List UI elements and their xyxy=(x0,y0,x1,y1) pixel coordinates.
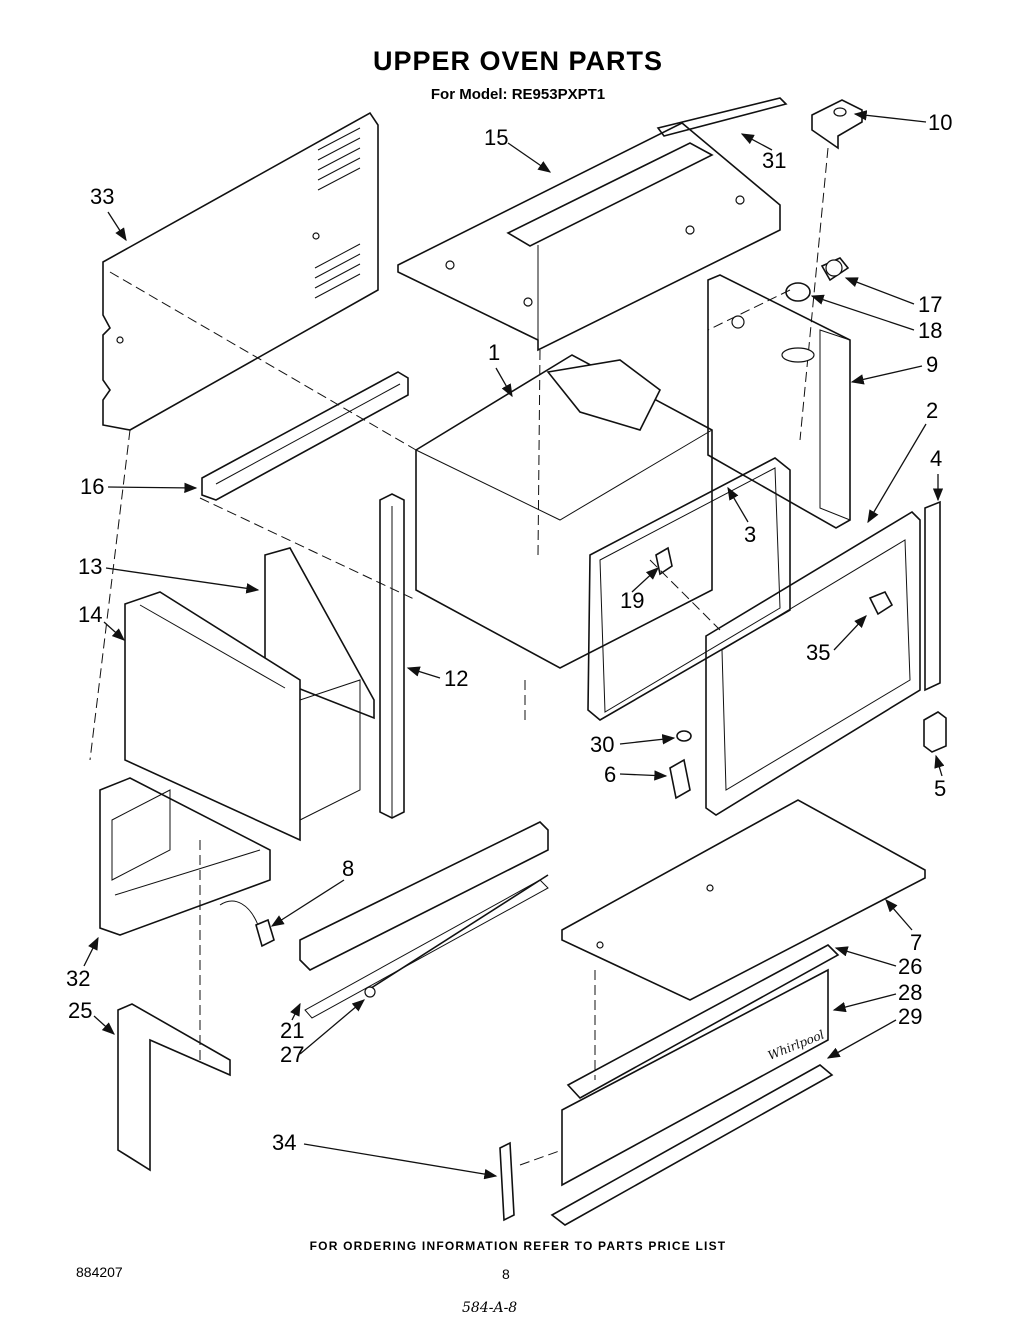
callout-33: 33 xyxy=(90,184,127,242)
part-4-side-strip[interactable] xyxy=(924,500,941,692)
part-32-lower-side-panel[interactable] xyxy=(99,777,271,936)
page-number: 8 xyxy=(502,1266,510,1282)
part-1-oven-liner[interactable] xyxy=(415,354,713,720)
svg-text:34: 34 xyxy=(272,1130,296,1155)
callout-4: 4 xyxy=(930,446,944,502)
callout-14: 14 xyxy=(78,602,125,641)
part-14-left-side-box[interactable] xyxy=(124,591,361,842)
callout-16: 16 xyxy=(80,474,198,499)
part-27-element-rod[interactable] xyxy=(364,874,549,998)
part-5-door-stop[interactable] xyxy=(923,711,947,753)
svg-text:29: 29 xyxy=(898,1004,922,1029)
part-17-lamp-socket[interactable] xyxy=(820,257,850,282)
svg-text:35: 35 xyxy=(806,640,830,665)
callout-31: 31 xyxy=(740,133,786,173)
svg-text:17: 17 xyxy=(918,292,942,317)
callout-29: 29 xyxy=(826,1004,922,1059)
svg-text:3: 3 xyxy=(744,522,756,547)
svg-text:16: 16 xyxy=(80,474,104,499)
svg-text:27: 27 xyxy=(280,1042,304,1067)
callout-6: 6 xyxy=(604,762,668,787)
svg-text:7: 7 xyxy=(910,930,922,955)
svg-text:21: 21 xyxy=(280,1018,304,1043)
part-12-vertical-post[interactable] xyxy=(379,493,405,819)
callout-19: 19 xyxy=(620,567,659,613)
part-31-trim-strip[interactable] xyxy=(656,97,788,137)
ordering-info-note: FOR ORDERING INFORMATION REFER TO PARTS … xyxy=(309,1239,727,1253)
callout-3: 3 xyxy=(727,486,756,547)
model-subtitle: For Model: RE953PXPT1 xyxy=(430,86,606,103)
svg-text:33: 33 xyxy=(90,184,114,209)
svg-text:32: 32 xyxy=(66,966,90,991)
callout-5: 5 xyxy=(934,754,946,801)
svg-text:30: 30 xyxy=(590,732,614,757)
svg-text:4: 4 xyxy=(930,446,942,471)
part-21-lower-rail[interactable] xyxy=(299,821,549,1019)
callout-25: 25 xyxy=(68,998,115,1035)
part-15-top-panel[interactable] xyxy=(397,122,781,352)
callout-8: 8 xyxy=(270,856,354,927)
part-3-door-gasket[interactable] xyxy=(587,457,791,721)
svg-text:18: 18 xyxy=(918,318,942,343)
svg-text:1: 1 xyxy=(488,340,500,365)
part-9-front-frame[interactable] xyxy=(707,274,851,529)
part-30-washer[interactable] xyxy=(676,730,692,742)
document-number: 884207 xyxy=(76,1264,123,1280)
part-6-bracket[interactable] xyxy=(669,758,691,800)
callout-28: 28 xyxy=(832,980,922,1013)
svg-text:26: 26 xyxy=(898,954,922,979)
part-34-stop[interactable] xyxy=(499,1141,515,1222)
callout-34: 34 xyxy=(272,1130,498,1180)
part-19-clip[interactable] xyxy=(655,546,673,576)
part-2-inner-door-panel[interactable] xyxy=(705,510,921,816)
page-title: UPPER OVEN PARTS xyxy=(372,46,664,76)
part-8-wire-switch[interactable] xyxy=(219,900,275,948)
callout-2: 2 xyxy=(867,398,938,524)
callout-27: 27 xyxy=(280,999,365,1067)
callout-10: 10 xyxy=(853,110,952,135)
svg-text:5: 5 xyxy=(934,776,946,801)
part-16-support-rail[interactable] xyxy=(201,371,409,501)
svg-text:12: 12 xyxy=(444,666,468,691)
part-7-bottom-panel[interactable] xyxy=(561,799,926,1001)
callout-18: 18 xyxy=(810,294,942,343)
callout-26: 26 xyxy=(834,946,922,979)
svg-text:14: 14 xyxy=(78,602,102,627)
callout-30: 30 xyxy=(590,732,676,757)
callout-15: 15 xyxy=(484,125,552,173)
callout-1: 1 xyxy=(488,340,513,398)
part-35-hinge-clip[interactable] xyxy=(868,590,894,616)
svg-text:13: 13 xyxy=(78,554,102,579)
svg-text:8: 8 xyxy=(342,856,354,881)
svg-text:31: 31 xyxy=(762,148,786,173)
callout-17: 17 xyxy=(844,277,942,317)
callout-32: 32 xyxy=(66,936,99,991)
svg-text:15: 15 xyxy=(484,125,508,150)
part-25-corner-bracket[interactable] xyxy=(117,1003,231,1172)
svg-text:25: 25 xyxy=(68,998,92,1023)
svg-text:28: 28 xyxy=(898,980,922,1005)
part-18-lamp-bulb[interactable] xyxy=(785,282,811,302)
svg-text:9: 9 xyxy=(926,352,938,377)
svg-text:10: 10 xyxy=(928,110,952,135)
part-33-rear-panel[interactable] xyxy=(102,111,379,431)
callout-21: 21 xyxy=(280,1002,304,1043)
handwritten-note: 584-A-8 xyxy=(462,1300,518,1316)
part-29-bottom-trim[interactable] xyxy=(550,1064,834,1226)
callout-12: 12 xyxy=(406,666,468,691)
svg-text:2: 2 xyxy=(926,398,938,423)
part-10-bracket[interactable] xyxy=(799,99,863,441)
callout-13: 13 xyxy=(78,554,260,594)
callout-9: 9 xyxy=(850,352,938,385)
svg-text:6: 6 xyxy=(604,762,616,787)
callout-7: 7 xyxy=(885,899,922,955)
callout-35: 35 xyxy=(806,615,867,665)
